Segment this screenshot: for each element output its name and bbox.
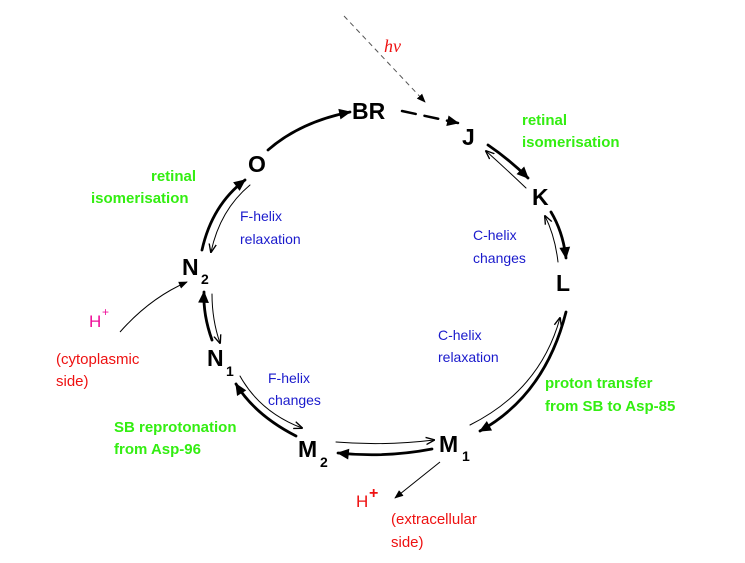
state-n1-sub: 1 bbox=[226, 363, 234, 379]
state-m1-main: M bbox=[439, 431, 458, 457]
j-to-k-arrow bbox=[486, 143, 530, 180]
green-labels: retinal isomerisation retinal isomerisat… bbox=[91, 112, 675, 458]
sb-reprotonation-line2: from Asp-96 bbox=[114, 441, 201, 458]
c-helix-changes-line2: changes bbox=[473, 250, 526, 266]
retinal-isomerisation-left-line2: isomerisation bbox=[91, 190, 189, 207]
reverse-arrows bbox=[211, 151, 560, 444]
cytoplasmic-proton: H + (cytoplasmic side) bbox=[56, 305, 144, 390]
cytoplasmic-side-label: (cytoplasmic side) bbox=[56, 351, 144, 390]
retinal-isomerisation-right: retinal isomerisation bbox=[522, 112, 620, 151]
extracellular-side-line1: (extracellular bbox=[391, 511, 477, 528]
state-l: L bbox=[556, 270, 570, 296]
extracellular-proton-arrow bbox=[394, 461, 441, 499]
n2-to-n1-back-arrow bbox=[211, 293, 220, 343]
photon-label: hν bbox=[384, 36, 401, 56]
k-to-j-back-arrow bbox=[486, 151, 527, 189]
state-k: K bbox=[532, 184, 549, 210]
c-helix-changes-line1: C-helix bbox=[473, 227, 517, 243]
extracellular-proton-symbol: H bbox=[356, 492, 368, 511]
forward-arrows bbox=[198, 108, 571, 460]
n1-to-n2-arrow bbox=[198, 290, 214, 342]
f-helix-relaxation-label: F-helix relaxation bbox=[240, 208, 301, 247]
state-n1: N 1 bbox=[207, 345, 234, 379]
retinal-isomerisation-right-line2: isomerisation bbox=[522, 134, 620, 151]
state-m2-main: M bbox=[298, 436, 317, 462]
proton-transfer-line1: proton transfer bbox=[545, 375, 653, 392]
state-n2: N 2 bbox=[182, 254, 209, 287]
c-helix-relaxation-line1: C-helix bbox=[438, 327, 482, 343]
retinal-isomerisation-right-line1: retinal bbox=[522, 112, 567, 129]
sb-reprotonation-line1: SB reprotonation bbox=[114, 419, 237, 436]
extracellular-proton: H + (extracellular side) bbox=[356, 485, 481, 551]
m1-to-m2-arrow bbox=[336, 447, 434, 460]
f-helix-changes-line1: F-helix bbox=[268, 370, 310, 386]
state-j: J bbox=[462, 124, 475, 150]
c-helix-relaxation-label: C-helix relaxation bbox=[438, 327, 499, 365]
blue-labels: F-helix relaxation C-helix changes C-hel… bbox=[240, 208, 526, 408]
states: BR J K L O M 1 M 2 N 1 N 2 bbox=[182, 98, 570, 470]
state-n2-main: N bbox=[182, 254, 199, 280]
l-to-m1-arrow bbox=[478, 310, 568, 433]
k-to-l-arrow bbox=[549, 210, 571, 260]
retinal-isomerisation-left-line1: retinal bbox=[151, 168, 196, 185]
cytoplasmic-proton-charge: + bbox=[102, 305, 109, 319]
c-helix-changes-label: C-helix changes bbox=[473, 227, 526, 266]
f-helix-relaxation-line1: F-helix bbox=[240, 208, 282, 224]
state-m1-sub: 1 bbox=[462, 448, 470, 464]
l-to-k-back-arrow bbox=[545, 216, 559, 263]
photon-dashed-arrow bbox=[343, 15, 426, 103]
state-m2: M 2 bbox=[298, 436, 328, 470]
state-br: BR bbox=[352, 98, 386, 124]
o-to-br-arrow bbox=[266, 108, 352, 152]
extracellular-side-line2: side) bbox=[391, 534, 424, 551]
proton-arrows bbox=[119, 281, 441, 499]
c-helix-relaxation-line2: relaxation bbox=[438, 349, 499, 365]
m1-to-l-back-arrow bbox=[469, 318, 560, 426]
state-n2-sub: 2 bbox=[201, 271, 209, 287]
m2-to-n1-arrow bbox=[234, 382, 298, 438]
cytoplasmic-side-line2: side) bbox=[56, 373, 89, 390]
m2-to-m1-back-arrow bbox=[335, 440, 434, 444]
state-o: O bbox=[248, 151, 266, 177]
n2-to-o-arrow bbox=[200, 178, 247, 252]
f-helix-relaxation-line2: relaxation bbox=[240, 231, 301, 247]
o-to-n2-back-arrow bbox=[211, 184, 251, 252]
proton-transfer-line2: from SB to Asp-85 bbox=[545, 398, 675, 415]
n1-to-m2-back-arrow bbox=[239, 375, 302, 428]
sb-reprotonation-label: SB reprotonation from Asp-96 bbox=[114, 419, 241, 458]
br-to-j-dashed-arrow bbox=[400, 109, 460, 127]
photon: hν bbox=[343, 15, 426, 103]
extracellular-side-label: (extracellular side) bbox=[391, 511, 481, 551]
f-helix-changes-line2: changes bbox=[268, 392, 321, 408]
state-m1: M 1 bbox=[439, 431, 470, 464]
cytoplasmic-side-line1: (cytoplasmic bbox=[56, 351, 140, 368]
cytoplasmic-proton-symbol: H bbox=[89, 312, 101, 331]
cytoplasmic-proton-arrow bbox=[119, 281, 188, 333]
extracellular-proton-charge: + bbox=[369, 485, 378, 502]
retinal-isomerisation-left: retinal isomerisation bbox=[91, 168, 200, 207]
state-n1-main: N bbox=[207, 345, 224, 371]
state-m2-sub: 2 bbox=[320, 454, 328, 470]
f-helix-changes-label: F-helix changes bbox=[268, 370, 321, 408]
proton-transfer-label: proton transfer from SB to Asp-85 bbox=[545, 375, 675, 415]
